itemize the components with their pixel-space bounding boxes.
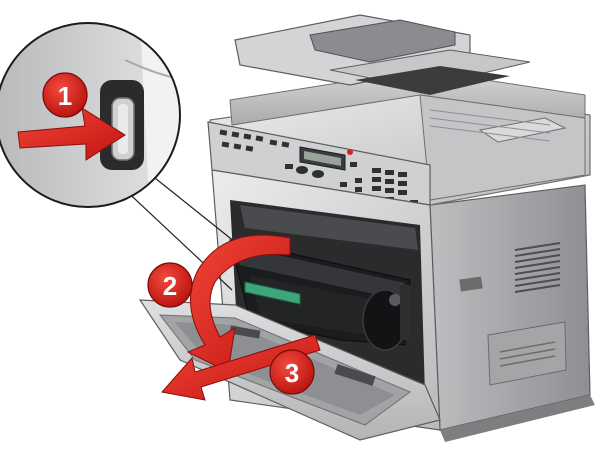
nav-buttons xyxy=(285,162,357,178)
control-panel xyxy=(207,121,431,206)
step-number-1: 1 xyxy=(58,81,72,111)
curved-arrow-icon xyxy=(186,234,291,373)
step-number-3: 3 xyxy=(285,358,299,388)
step-badge-1: 1 xyxy=(42,72,88,118)
toner-cartridge xyxy=(229,239,411,351)
cartridge-handle xyxy=(244,281,301,305)
step-badge-2: 2 xyxy=(147,262,193,308)
keypad xyxy=(340,168,407,202)
push-arrow-icon xyxy=(17,106,126,161)
side-vent xyxy=(514,242,561,293)
step-number-2: 2 xyxy=(163,271,177,301)
printer-body xyxy=(429,184,595,442)
stop-button xyxy=(347,149,353,155)
callout-magnifier xyxy=(0,22,246,291)
lcd-display xyxy=(299,146,346,171)
step-badge-3: 3 xyxy=(269,349,315,395)
